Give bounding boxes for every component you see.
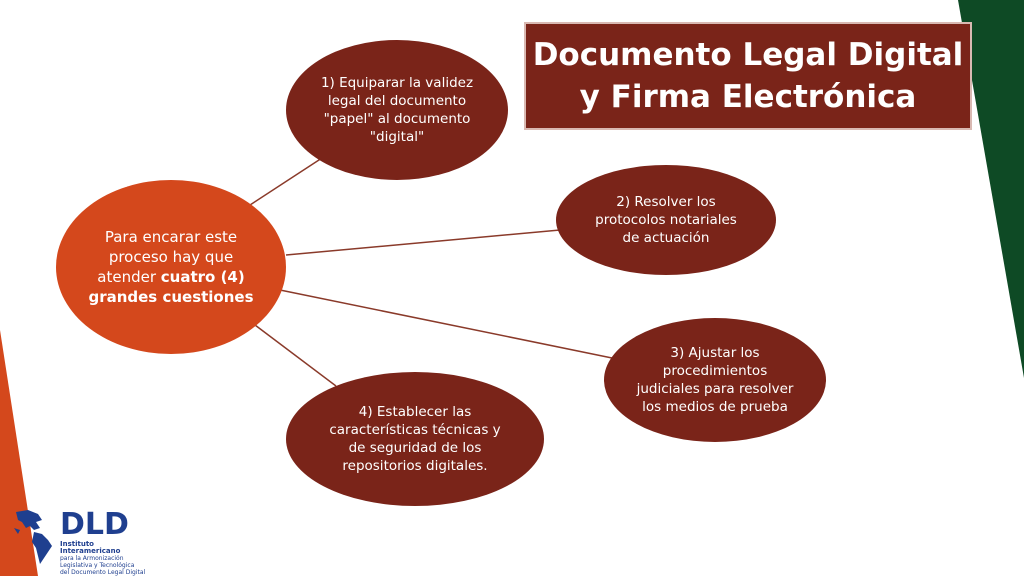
americas-map-icon [14, 510, 52, 564]
node-4: 4) Establecer las características técnic… [286, 372, 544, 506]
node-3-label: 3) Ajustar los procedimientos judiciales… [636, 345, 794, 415]
logo-line-3: del Documento Legal Digital [60, 569, 146, 576]
node-2-label: 2) Resolver los protocolos notariales de… [595, 194, 737, 246]
logo-name: DLD [60, 507, 129, 542]
connector-2 [285, 229, 561, 256]
connector-4 [254, 324, 337, 387]
node-4-label: 4) Establecer las características técnic… [329, 404, 501, 474]
logo-subtitle: Instituto Interamericano para la Armoniz… [60, 541, 150, 576]
center-node: Para encarar este proceso hay que atende… [56, 180, 286, 354]
node-1: 1) Equiparar la validez legal del docume… [286, 40, 508, 180]
right-green-stripe [958, 0, 1024, 378]
logo-line-1: Instituto Interamericano [60, 540, 121, 555]
logo-line-2: para la Armonización Legislativa y Tecno… [60, 555, 135, 569]
node-2: 2) Resolver los protocolos notariales de… [556, 165, 776, 275]
node-1-label: 1) Equiparar la validez legal del docume… [320, 75, 474, 145]
connector-3 [279, 289, 613, 359]
slide-title: Documento Legal Digital y Firma Electrón… [532, 37, 964, 115]
center-node-prefix: Para encarar este proceso hay que atende… [97, 228, 238, 286]
center-node-text: Para encarar este proceso hay que atende… [81, 227, 261, 307]
node-3: 3) Ajustar los procedimientos judiciales… [604, 318, 826, 442]
connector-1 [249, 157, 323, 206]
title-box: Documento Legal Digital y Firma Electrón… [524, 22, 972, 130]
center-node-emphasis: cuatro (4) grandes cuestiones [88, 268, 254, 306]
